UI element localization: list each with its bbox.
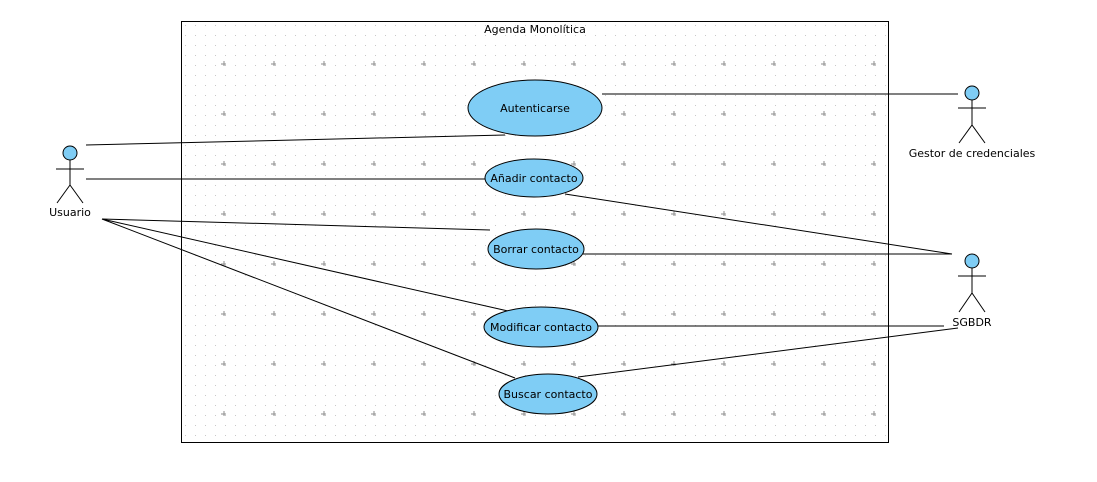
use-case-autenticarse[interactable]: Autenticarse [467,79,603,137]
associations [85,93,959,379]
actor-label: Gestor de credenciales [909,147,1036,160]
actor-label: Usuario [49,206,91,219]
use-case-label: Borrar contacto [493,243,579,256]
use-case-borrar-contacto[interactable]: Borrar contacto [487,228,585,270]
actor-icon [964,253,980,269]
assoc-buscar-sgbdr[interactable] [577,327,959,378]
assoc-usuario-buscar[interactable] [101,218,516,379]
actor-usuario[interactable]: Usuario [49,145,91,219]
assoc-anadir-sgbdr[interactable] [564,193,953,255]
actor-icon [964,85,980,101]
use-case-anadir-contacto[interactable]: Añadir contacto [484,158,584,198]
assoc-usuario-autenticarse[interactable] [85,134,506,146]
actor-gestor-de-credenciales[interactable]: Gestor de credenciales [909,85,1036,160]
system-title: Agenda Monolítica [484,23,586,36]
use-case-label: Autenticarse [500,102,570,115]
use-case-modificar-contacto[interactable]: Modificar contacto [483,306,599,348]
use-case-label: Añadir contacto [490,172,577,185]
use-case-label: Buscar contacto [504,388,593,401]
actor-label: SGBDR [952,316,992,329]
actor-icon [62,145,78,161]
use-case-label: Modificar contacto [490,321,592,334]
assoc-usuario-modificar[interactable] [101,218,509,312]
actor-sgbdr[interactable]: SGBDR [952,253,992,329]
assoc-usuario-borrar[interactable] [101,218,491,231]
use-case-buscar-contacto[interactable]: Buscar contacto [498,373,598,415]
